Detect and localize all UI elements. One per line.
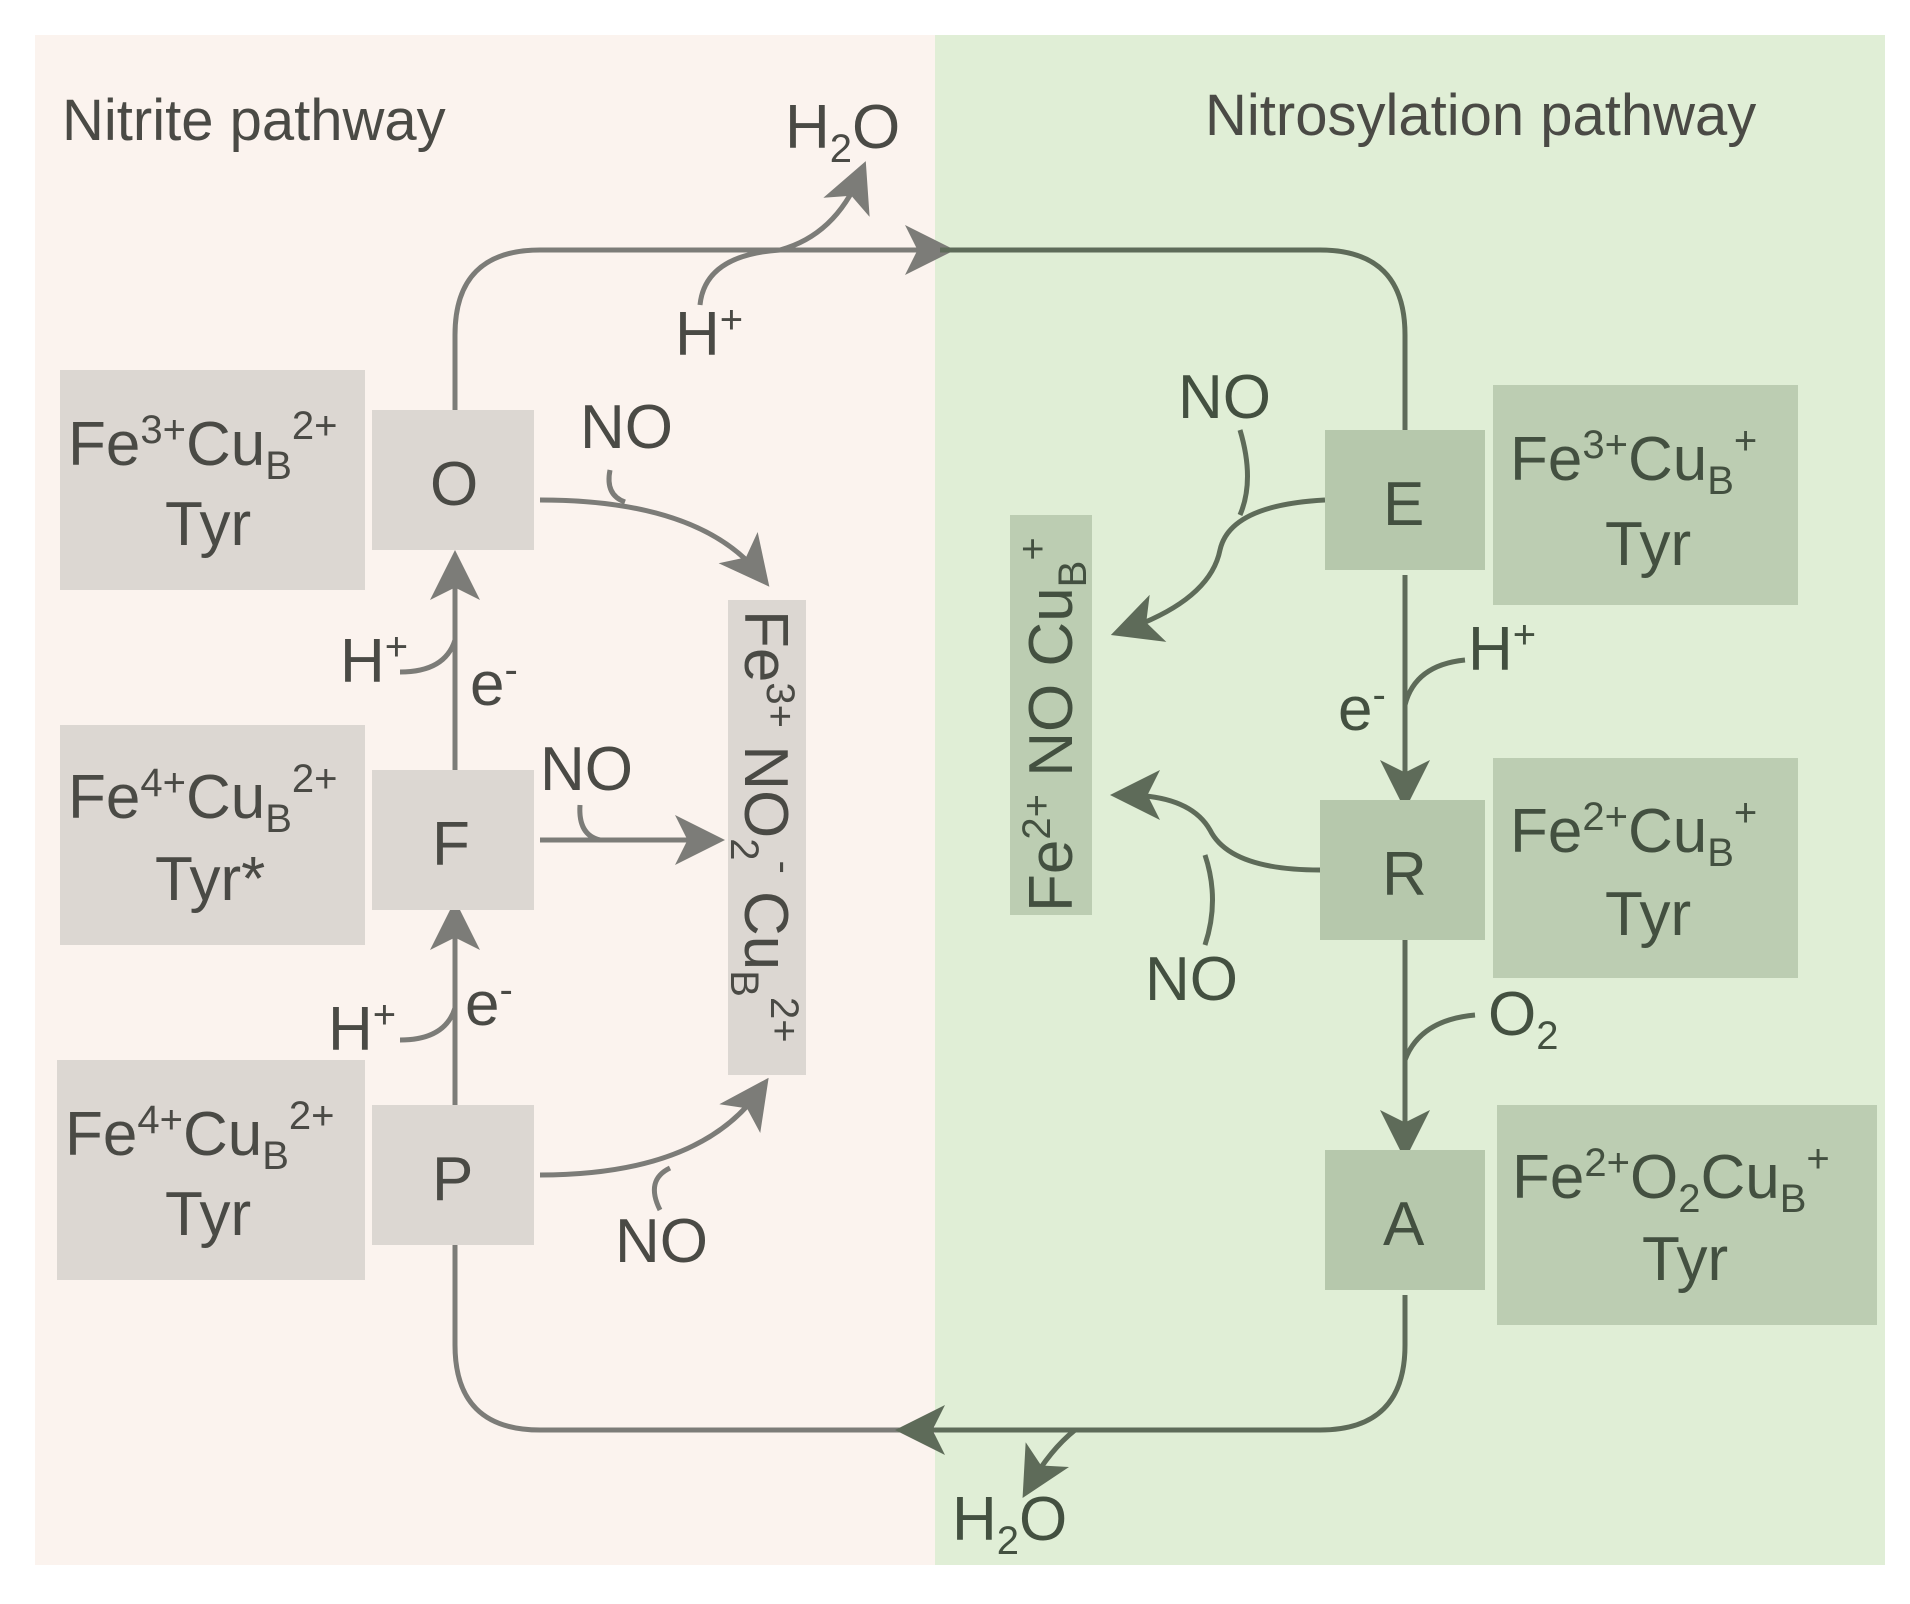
state-o-description-box (60, 370, 365, 590)
arrow-p-to-nitrite (539, 1077, 769, 1178)
no-p-label: NO (615, 1207, 708, 1276)
proton-curve-f-o (399, 639, 458, 675)
state-e-line2: Tyr (1605, 510, 1691, 579)
oxygen-curve-r-a (1402, 1012, 1476, 1061)
state-e-group: E Fe3+CuB+ Tyr (1325, 385, 1798, 605)
state-r-label: R (1382, 840, 1427, 909)
proton-e-r-label: H+ (1468, 613, 1536, 684)
state-f-line2: Tyr* (155, 845, 265, 914)
cycle-top-right-path (940, 247, 1408, 440)
arrow-o-to-nitrite (539, 497, 770, 587)
state-r-box (1320, 800, 1485, 940)
state-f-label: F (432, 810, 470, 879)
right-panel-title: Nitrosylation pathway (1205, 83, 1756, 148)
state-a-line2: Tyr (1642, 1225, 1728, 1294)
nitrite-product-box (728, 600, 806, 1075)
state-a-line1: Fe2+O2CuB+ (1512, 1137, 1830, 1221)
state-a-description-box (1497, 1105, 1877, 1325)
left-panel-title: Nitrite pathway (62, 88, 446, 153)
no-curve-p (651, 1165, 672, 1212)
state-e-box (1325, 430, 1485, 570)
state-f-group: Fe4+CuB2+ Tyr* F (60, 725, 534, 945)
proton-curve-e-r (1402, 657, 1466, 706)
nitrosyl-product-box (1010, 515, 1092, 915)
state-o-box (372, 410, 534, 550)
no-o-label: NO (580, 393, 673, 462)
cycle-bottom-right-path (915, 1295, 1408, 1433)
state-a-label: A (1383, 1190, 1425, 1259)
state-e-description-box (1493, 385, 1798, 605)
proton-curve-p-f (399, 1007, 458, 1043)
no-curve-o (606, 469, 626, 505)
state-p-line2: Tyr (165, 1180, 251, 1249)
state-o-line2: Tyr (165, 490, 251, 559)
state-r-description-box (1493, 758, 1798, 978)
state-o-group: Fe3+CuB2+ Tyr O (60, 370, 534, 590)
state-p-label: P (432, 1145, 473, 1214)
state-r-line2: Tyr (1605, 880, 1691, 949)
state-p-description-box (57, 1060, 365, 1280)
electron-f-o-label: e- (470, 648, 518, 719)
state-e-label: E (1383, 470, 1424, 539)
state-p-line1: Fe4+CuB2+ (65, 1094, 335, 1178)
electron-e-r-label: e- (1338, 673, 1386, 744)
cycle-bottom-left-path (452, 1245, 930, 1433)
arrow-e-to-nitrosyl (1110, 497, 1326, 642)
nitrosyl-product-label: Fe2+ NO CuB+ (1011, 537, 1095, 912)
nitrite-product-label: Fe3+ NO2- CuB2+ (722, 610, 806, 1043)
proton-f-o-label: H+ (340, 625, 408, 696)
no-curve-f (577, 804, 601, 843)
proton-in-top-curve (697, 247, 781, 306)
state-f-description-box (60, 725, 365, 945)
state-r-group: R Fe2+CuB+ Tyr (1320, 758, 1798, 978)
water-out-bottom-label: H2O (952, 1485, 1067, 1563)
water-out-top-arrow (779, 161, 870, 253)
state-f-line1: Fe4+CuB2+ (68, 757, 338, 841)
state-p-group: Fe4+CuB2+ Tyr P (57, 1060, 534, 1280)
state-o-label: O (430, 450, 478, 519)
no-r-label: NO (1145, 945, 1238, 1014)
state-f-box (372, 770, 534, 910)
state-a-group: A Fe2+O2CuB+ Tyr (1325, 1105, 1877, 1325)
state-r-line1: Fe2+CuB+ (1510, 791, 1757, 875)
state-e-line1: Fe3+CuB+ (1510, 419, 1757, 503)
arrow-r-to-nitrosyl (1110, 770, 1321, 873)
state-p-box (372, 1105, 534, 1245)
proton-p-f-label: H+ (328, 993, 396, 1064)
water-out-bottom-arrow (1022, 1428, 1077, 1499)
water-out-top-label: H2O (785, 93, 900, 171)
state-a-box (1325, 1150, 1485, 1290)
electron-p-f-label: e- (465, 968, 513, 1039)
no-e-label: NO (1178, 363, 1271, 432)
cycle-top-path (452, 225, 955, 415)
state-o-line1: Fe3+CuB2+ (68, 404, 338, 488)
no-f-label: NO (540, 735, 633, 804)
no-curve-e (1237, 429, 1250, 516)
oxygen-r-a-label: O2 (1488, 980, 1558, 1058)
no-curve-r (1202, 854, 1215, 946)
proton-top-label: H+ (675, 298, 743, 369)
